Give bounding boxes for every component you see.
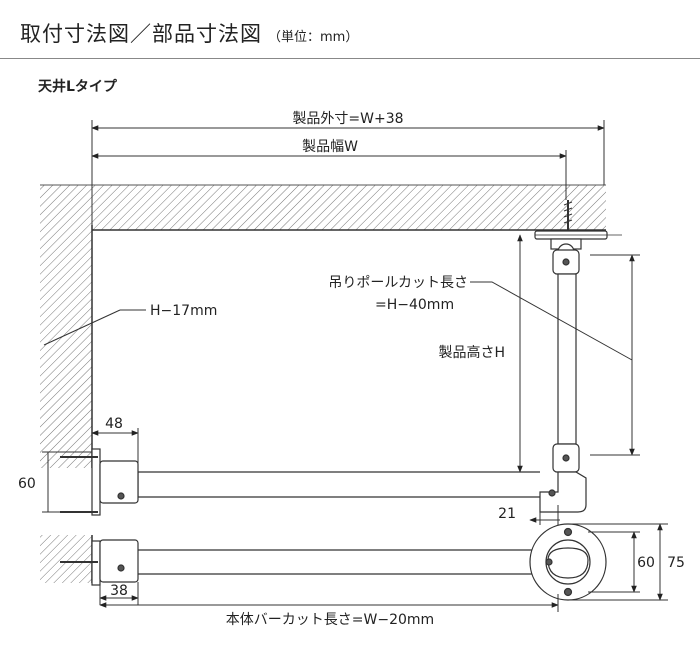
title-text: 取付寸法図／部品寸法図 (20, 22, 262, 46)
label-product-height: 製品高さH (438, 344, 505, 361)
title-divider (0, 58, 700, 59)
label-bracket-height: 60 (18, 476, 36, 492)
label-flange-outer: 75 (667, 555, 685, 571)
label-wall-offset: H−17mm (150, 303, 217, 319)
wall-lower-hatch (40, 535, 92, 583)
dimension-lines (42, 120, 668, 612)
label-product-width: 製品幅W (302, 139, 358, 155)
label-flange-inner: 60 (637, 555, 655, 571)
label-pole-cut-2: =H−40mm (375, 297, 454, 313)
building-structure (40, 184, 606, 583)
page-title: 取付寸法図／部品寸法図 （単位：mm） (20, 18, 358, 48)
unit-note: （単位：mm） (268, 30, 359, 45)
end-flange (529, 523, 607, 601)
upper-bar (137, 471, 540, 498)
upper-wall-bracket (60, 448, 139, 516)
lower-wall-bracket (60, 539, 139, 586)
dimension-labels: 製品外寸=W+38 製品幅W 吊りポールカット長さ =H−40mm 製品高さH … (18, 111, 685, 628)
label-bar-cut: 本体バーカット長さ=W−20mm (226, 612, 434, 628)
label-bend-offset: 21 (498, 506, 516, 522)
lower-bar (138, 549, 540, 575)
ceiling-hatch (40, 185, 606, 468)
label-bracket-depth: 48 (105, 416, 123, 432)
label-bracket-bottom: 38 (110, 583, 128, 599)
label-outer-width: 製品外寸=W+38 (292, 111, 403, 127)
hanging-pole (539, 273, 587, 513)
label-pole-cut-1: 吊りポールカット長さ (328, 275, 468, 291)
section-subtitle: 天井Lタイプ (38, 79, 117, 95)
